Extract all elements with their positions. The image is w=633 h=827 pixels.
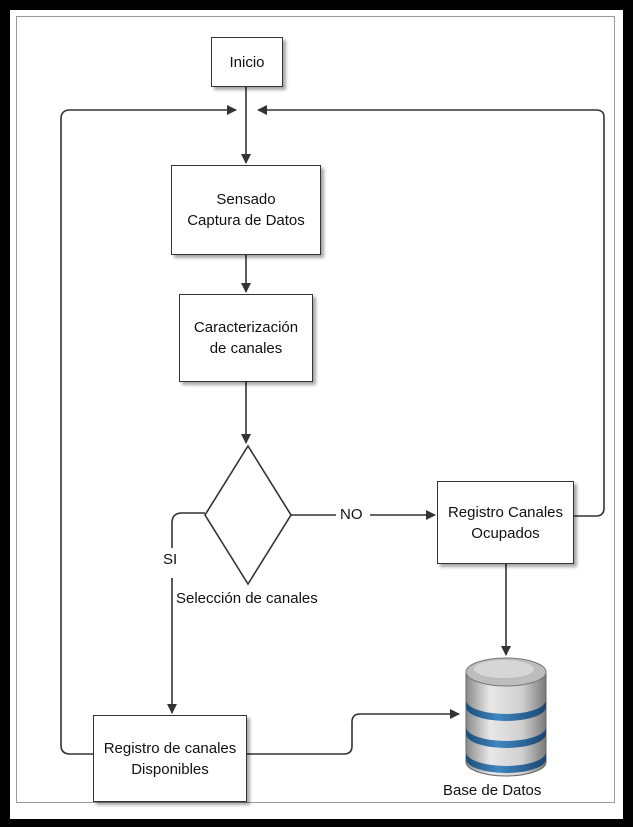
edge-disponibles-loop — [60, 105, 237, 755]
edge-label-no: NO — [340, 506, 363, 523]
node-caracterizacion-line1: Caracterización — [193, 319, 299, 336]
node-sensado: Sensado Captura de Datos — [171, 165, 321, 255]
edge-disponibles-database — [246, 709, 460, 755]
node-inicio: Inicio — [211, 37, 283, 87]
node-sensado-line2: Captura de Datos — [187, 212, 305, 229]
database-label: Base de Datos — [443, 782, 542, 799]
node-caracterizacion-line2: de canales — [209, 340, 283, 357]
node-disponibles-line1: Registro de canales — [103, 739, 237, 757]
node-registro-ocupados: Registro Canales Ocupados — [437, 481, 574, 564]
node-inicio-label: Inicio — [229, 53, 265, 71]
diagram-canvas — [16, 16, 615, 803]
edge-ocupados-loop — [257, 105, 605, 517]
decision-label: Selección de canales — [176, 590, 318, 607]
decision-diamond — [204, 444, 292, 586]
edge-label-si: SI — [163, 551, 178, 568]
database-icon — [465, 657, 547, 777]
node-caracterizacion: Caracterización de canales — [179, 294, 313, 382]
node-sensado-line1: Sensado — [216, 191, 276, 208]
edge-decision-disponibles — [172, 512, 205, 713]
node-ocupados-line2: Ocupados — [471, 524, 540, 542]
node-registro-disponibles: Registro de canales Disponibles — [93, 715, 247, 802]
node-disponibles-line2: Disponibles — [131, 760, 209, 778]
node-ocupados-line1: Registro Canales — [447, 503, 564, 521]
